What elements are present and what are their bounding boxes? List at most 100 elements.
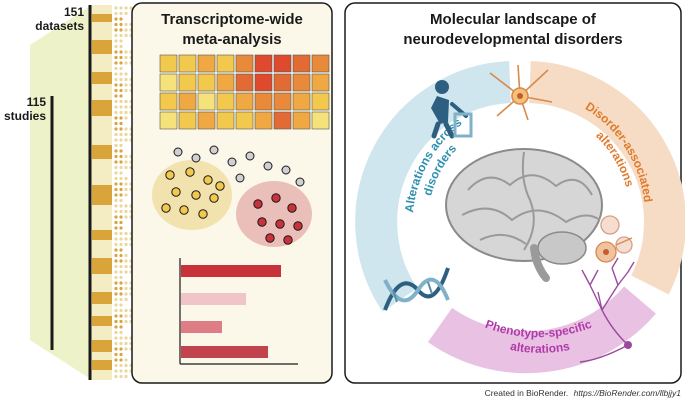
dataset-dot (114, 165, 118, 170)
dataset-dot (114, 44, 118, 49)
dataset-dot (119, 182, 123, 186)
dataset-dot (119, 99, 123, 104)
dataset-dot (124, 176, 128, 181)
bar-2 (181, 293, 246, 305)
heatmap-cell (292, 54, 311, 73)
dataset-dot (114, 220, 118, 225)
dataset-dot (114, 314, 118, 318)
arc-phenotype-specific (427, 285, 656, 374)
dataset-dot (114, 110, 118, 115)
dataset-dot (114, 341, 118, 346)
dataset-dot (114, 347, 118, 351)
gold-dot (215, 181, 225, 191)
credit: Created in BioRender. https://BioRender.… (485, 388, 682, 398)
dataset-block (92, 316, 112, 326)
dataset-dot (124, 336, 128, 340)
red-dot (275, 219, 285, 229)
red-dot (293, 221, 303, 231)
dataset-dot (124, 11, 128, 16)
dataset-dot (114, 292, 118, 296)
dataset-dot (114, 248, 118, 252)
dataset-dot (114, 50, 118, 54)
dataset-dot (119, 110, 123, 115)
dataset-dot (119, 215, 123, 219)
bar-1 (181, 265, 281, 277)
datasets-count: 151 (64, 5, 84, 19)
dataset-dot (114, 116, 118, 120)
dataset-dot (114, 336, 118, 340)
heatmap-cell (273, 73, 292, 92)
dataset-dot (114, 198, 118, 203)
heatmap-cell (273, 54, 292, 73)
heatmap-cell (311, 111, 330, 130)
dataset-dot (119, 61, 123, 65)
dataset-dot (114, 363, 118, 368)
heatmap-cell (235, 92, 254, 111)
dataset-dot (119, 209, 123, 214)
dataset-dot (124, 231, 128, 236)
dataset-dot (124, 363, 128, 368)
meta-panel-title-line1: Transcriptome-wide (161, 11, 303, 28)
heatmap-cell (254, 73, 273, 92)
dataset-dot (124, 374, 128, 379)
heatmap-cell (273, 111, 292, 130)
dataset-dot (124, 347, 128, 351)
dataset-dot (114, 209, 118, 214)
dataset-dot (114, 94, 118, 98)
gold-dot (165, 170, 175, 180)
studies-label: studies (4, 109, 46, 123)
red-dot (257, 217, 267, 227)
dataset-dot (124, 55, 128, 60)
dataset-dot (124, 154, 128, 159)
red-dot (283, 235, 293, 245)
heatmap-cell (178, 92, 197, 111)
dataset-dot (119, 347, 123, 351)
dataset-dot (124, 319, 128, 324)
heatmap-cell (292, 111, 311, 130)
heatmap-cell (178, 111, 197, 130)
heatmap-cell (235, 111, 254, 130)
walker-person-icon (431, 80, 473, 139)
dataset-dot (119, 132, 123, 137)
dataset-dot (124, 110, 128, 115)
dataset-dot (119, 270, 123, 274)
dataset-dot (119, 308, 123, 313)
dataset-dot (124, 237, 128, 241)
gold-dot (203, 175, 213, 185)
dataset-dot (119, 253, 123, 258)
grey-dot (281, 165, 291, 175)
dataset-dot (119, 28, 123, 32)
heatmap-cell (197, 54, 216, 73)
dataset-block (92, 72, 112, 84)
dataset-dot (114, 61, 118, 65)
gold-dot (161, 203, 171, 213)
dataset-dot (119, 237, 123, 241)
dataset-block (92, 145, 112, 159)
dataset-block (92, 292, 112, 304)
credit-url[interactable]: https://BioRender.com/llbjjy1 (574, 388, 682, 398)
dataset-dot (114, 88, 118, 93)
heatmap-cell (197, 111, 216, 130)
dataset-dot (114, 171, 118, 175)
dataset-dot (119, 363, 123, 368)
dataset-dot (124, 259, 128, 263)
dataset-block (92, 185, 112, 205)
heatmap-cell (216, 92, 235, 111)
grey-dot (295, 177, 305, 187)
dataset-dot (119, 94, 123, 98)
dataset-dot (124, 204, 128, 208)
gold-dot (171, 187, 181, 197)
dataset-dot (114, 286, 118, 291)
dataset-dot (114, 33, 118, 38)
heatmap-cell (273, 92, 292, 111)
dataset-block (92, 14, 112, 22)
dataset-dot (119, 314, 123, 318)
dataset-dot (114, 308, 118, 313)
dataset-dot (114, 22, 118, 27)
dataset-dot (119, 325, 123, 329)
dataset-dot (124, 297, 128, 302)
grey-dot (191, 153, 201, 163)
heatmap-cell (197, 73, 216, 92)
dataset-dot (124, 116, 128, 120)
dataset-dot (114, 55, 118, 60)
